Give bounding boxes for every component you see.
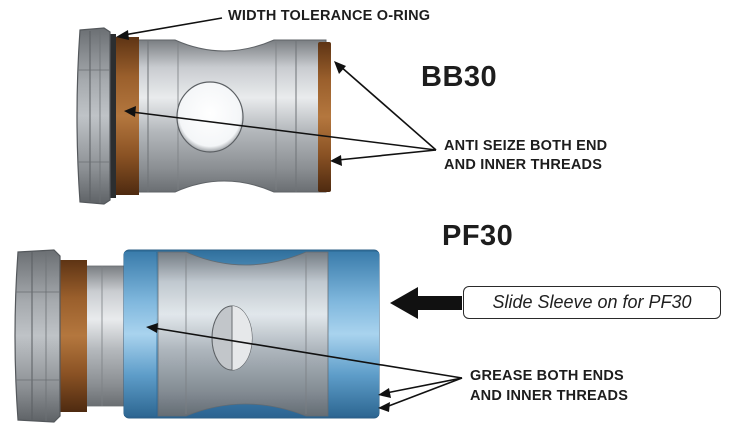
- grease-leader-inner: [153, 327, 463, 379]
- pf30-title: PF30: [442, 220, 514, 252]
- anti-seize-leader-right-bottom: [337, 149, 437, 161]
- anti-seize-arrowhead-right-bottom: [330, 155, 342, 166]
- bb30-oring: [109, 34, 116, 198]
- pf30-cup-flange: [14, 249, 61, 423]
- anti-seize-leader-left: [131, 111, 437, 151]
- slide-sleeve-callout: Slide Sleeve on for PF30: [463, 286, 721, 319]
- bb30-cross-hole: [176, 81, 244, 153]
- slide-sleeve-arrow: [390, 287, 462, 319]
- anti-seize-leader-right-top: [339, 65, 437, 151]
- pf30-copper-band: [60, 260, 87, 412]
- grease-label-line1: GREASE BOTH ENDS: [470, 368, 624, 384]
- grease-leader-end-top: [385, 377, 463, 394]
- bb30-assembly: [76, 27, 331, 205]
- bb30-cup-flange: [76, 27, 111, 205]
- arrowheads: [116, 30, 391, 412]
- grease-leader-end-bottom: [385, 377, 463, 408]
- pf30-hole-highlight: [232, 306, 252, 370]
- oring-leader: [123, 17, 223, 36]
- bb30-copper-band-left: [115, 37, 139, 195]
- anti-seize-arrowhead-left: [124, 106, 136, 117]
- grease-arrowhead-inner: [146, 323, 158, 333]
- pf30-assembly: [14, 249, 380, 423]
- bb30-copper-band-right: [318, 42, 331, 192]
- pf30-sleeve-band-left: [124, 252, 156, 416]
- anti-seize-label-line1: ANTI SEIZE BOTH END: [444, 138, 608, 154]
- leader-lines: [123, 17, 463, 408]
- grease-arrowhead-end-bottom: [378, 402, 390, 412]
- slide-sleeve-text: Slide Sleeve on for PF30: [492, 292, 692, 312]
- anti-seize-label-line2: AND INNER THREADS: [444, 157, 603, 173]
- grease-label-line2: AND INNER THREADS: [470, 388, 629, 404]
- pf30-inner-threads: [85, 265, 127, 407]
- oring-arrowhead: [116, 30, 129, 40]
- anti-seize-arrowhead-right-top: [334, 61, 346, 74]
- bb30-title: BB30: [421, 61, 498, 93]
- grease-arrowhead-end-top: [378, 388, 391, 398]
- oring-label: WIDTH TOLERANCE O-RING: [228, 8, 431, 24]
- pf30-sleeve-band-right: [328, 252, 379, 416]
